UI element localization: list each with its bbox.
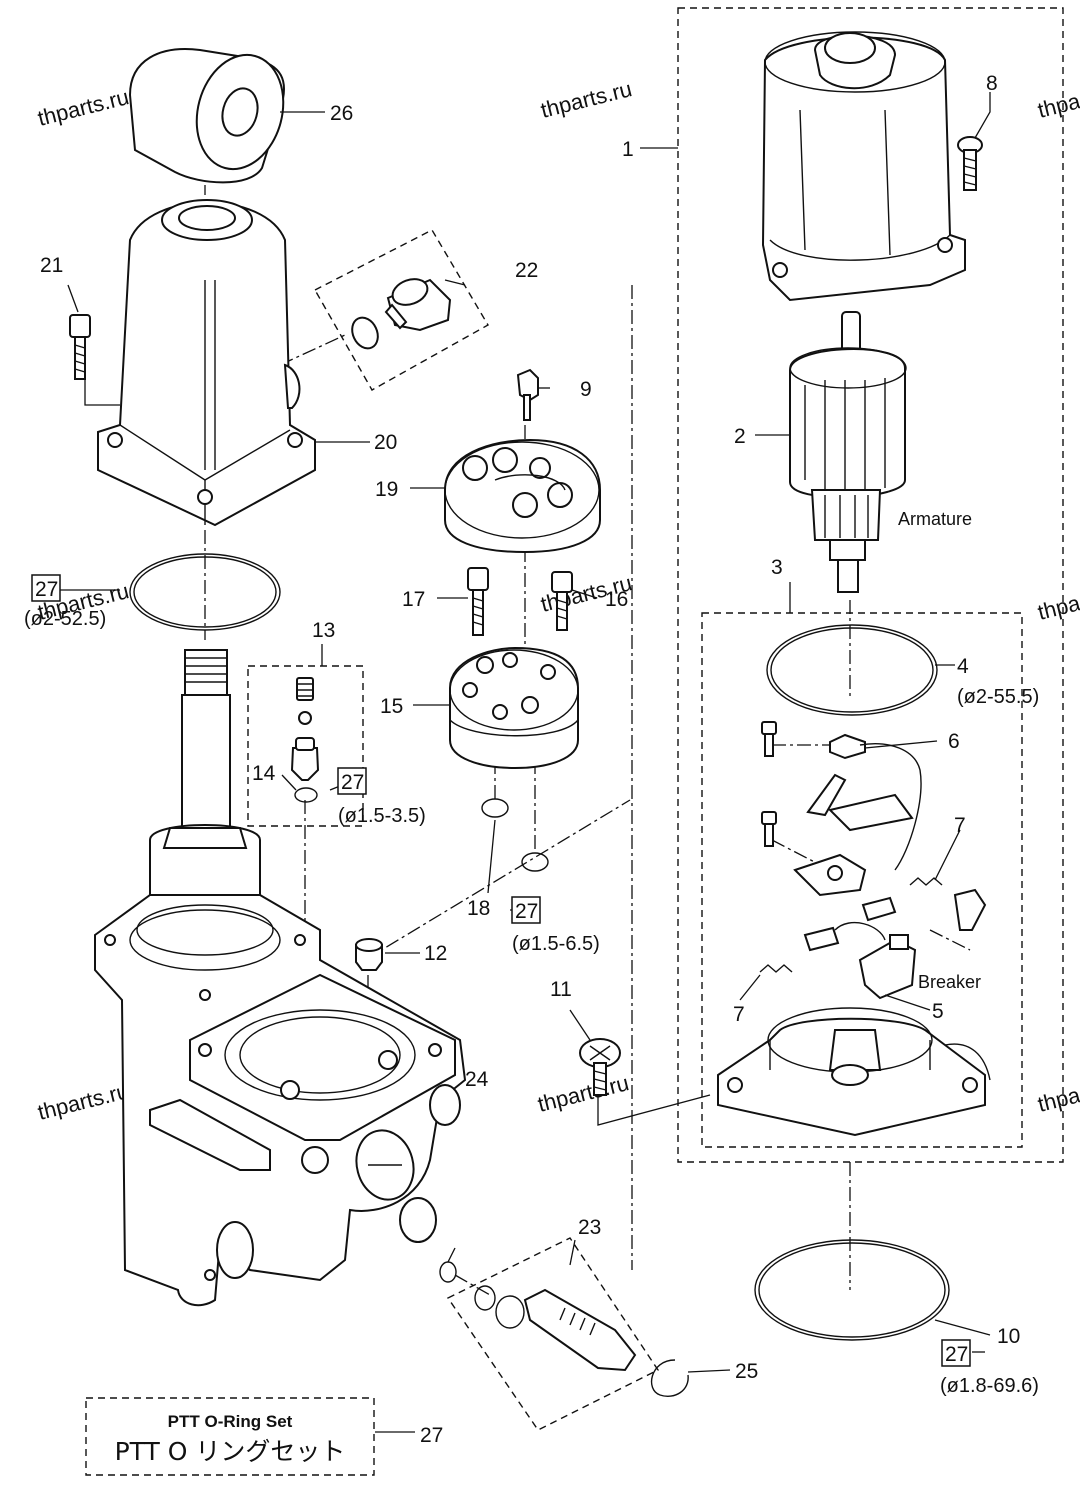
part-4-oring	[766, 624, 938, 716]
callout-10: 10	[997, 1325, 1020, 1348]
ring-sizes: (ø2-52.5) (ø2-55.5) (ø1.5-3.5) (ø1.5-6.5…	[24, 608, 1039, 1397]
part-20-reservoir	[97, 199, 316, 527]
watermark: thparts.ru	[35, 84, 131, 131]
callout-2: 2	[734, 425, 746, 448]
callout-21: 21	[40, 254, 63, 277]
ring-ref-boxes: 27 27 27 27	[31, 574, 971, 1367]
part-24-oring	[439, 1261, 457, 1283]
part-5-breaker	[834, 921, 917, 1000]
callout-5: 5	[932, 1000, 944, 1023]
ring-size: (ø1.5-3.5)	[338, 805, 426, 827]
part-6-brush-lead	[761, 721, 922, 897]
part-10-oring	[754, 1239, 950, 1341]
ring-ref-box: 27	[515, 900, 538, 923]
part-11-screw	[579, 1038, 621, 1096]
motor-base	[717, 1007, 991, 1137]
stator-assembly-box	[701, 612, 1023, 1148]
part-19-plate	[444, 438, 601, 554]
part-7-brush-spring-b	[759, 926, 840, 973]
armature-label: Armature	[898, 509, 972, 529]
ring-ref-box: 27	[35, 578, 58, 601]
part-12-plug	[355, 938, 383, 971]
callout-8: 8	[986, 72, 998, 95]
ring-size: (ø2-52.5)	[24, 608, 106, 630]
watermark: thparts.ru	[1035, 1070, 1080, 1117]
callout-12: 12	[424, 942, 447, 965]
part-13-valve	[290, 677, 320, 781]
group-boxes	[247, 7, 1064, 1431]
ring-size: (ø2-55.5)	[957, 686, 1039, 708]
legend-box: PTT O-Ring Set PTT O リングセット	[85, 1397, 375, 1476]
callouts: 1 2 3 4 5 6 7 7 8 9 10 11 12 13 14 15 16…	[40, 72, 1020, 1447]
part-22-plug	[351, 278, 452, 350]
manual-valve-kit-box	[446, 1237, 660, 1431]
breaker-label: Breaker	[918, 972, 981, 992]
part-9-pin	[516, 368, 539, 421]
watermark: thparts.ru	[1035, 76, 1080, 123]
callout-11: 11	[550, 978, 572, 1001]
part-21-bolt	[69, 314, 91, 380]
callout-18: 18	[467, 897, 490, 920]
watermark: thparts.ru	[535, 1070, 631, 1117]
ring-size: (ø1.8-69.6)	[940, 1375, 1039, 1397]
callout-7a: 7	[954, 814, 966, 837]
ring-size: (ø1.5-6.5)	[512, 933, 600, 955]
part-26-cap	[128, 48, 285, 184]
text-labels: Armature Breaker	[898, 509, 981, 992]
ring-ref-box: 27	[341, 771, 364, 794]
callout-1: 1	[622, 138, 634, 161]
part-1-motor-cover	[761, 31, 966, 302]
legend-title-jp: PTT O リングセット	[115, 1437, 346, 1466]
callout-20: 20	[374, 431, 397, 454]
valve-kit-box	[247, 665, 364, 827]
callout-26: 26	[330, 102, 353, 125]
cylinder-body	[94, 649, 467, 1307]
legend-frame	[85, 1397, 375, 1476]
cap-kit-box	[314, 229, 489, 391]
callout-3: 3	[771, 556, 783, 579]
part-2-armature	[789, 311, 907, 593]
callout-16: 16	[605, 588, 628, 611]
part-16-bolt	[551, 571, 573, 631]
callout-13: 13	[312, 619, 335, 642]
callout-7b: 7	[733, 1003, 745, 1026]
callout-27: 27	[420, 1424, 443, 1447]
callout-14: 14	[252, 762, 276, 785]
callout-22: 22	[515, 259, 538, 282]
watermark: thparts.ru	[1035, 578, 1080, 625]
callout-17: 17	[402, 588, 425, 611]
part-8-screw	[957, 136, 983, 191]
part-18-orings	[481, 798, 549, 872]
callout-15: 15	[380, 695, 403, 718]
ring-ref-box: 27	[945, 1343, 968, 1366]
watermark: thparts.ru	[538, 76, 634, 123]
callout-4: 4	[957, 655, 969, 678]
watermark: thparts.ru	[35, 1078, 131, 1125]
motor-assembly-box	[677, 7, 1064, 1163]
callout-6: 6	[948, 730, 960, 753]
part-14-oring	[294, 787, 318, 803]
callout-25: 25	[735, 1360, 758, 1383]
part-17-bolt	[467, 567, 489, 636]
callout-9: 9	[580, 378, 592, 401]
callout-23: 23	[578, 1216, 601, 1239]
part-23-valve	[474, 1285, 637, 1372]
callout-19: 19	[375, 478, 398, 501]
part-15-pump	[449, 646, 579, 770]
part-27-oring-top	[129, 553, 281, 631]
part-25-snap-ring	[650, 1359, 689, 1397]
legend-title-en: PTT O-Ring Set	[168, 1412, 293, 1431]
part-7-brush-spring-a	[861, 877, 987, 931]
callout-24: 24	[465, 1068, 489, 1091]
